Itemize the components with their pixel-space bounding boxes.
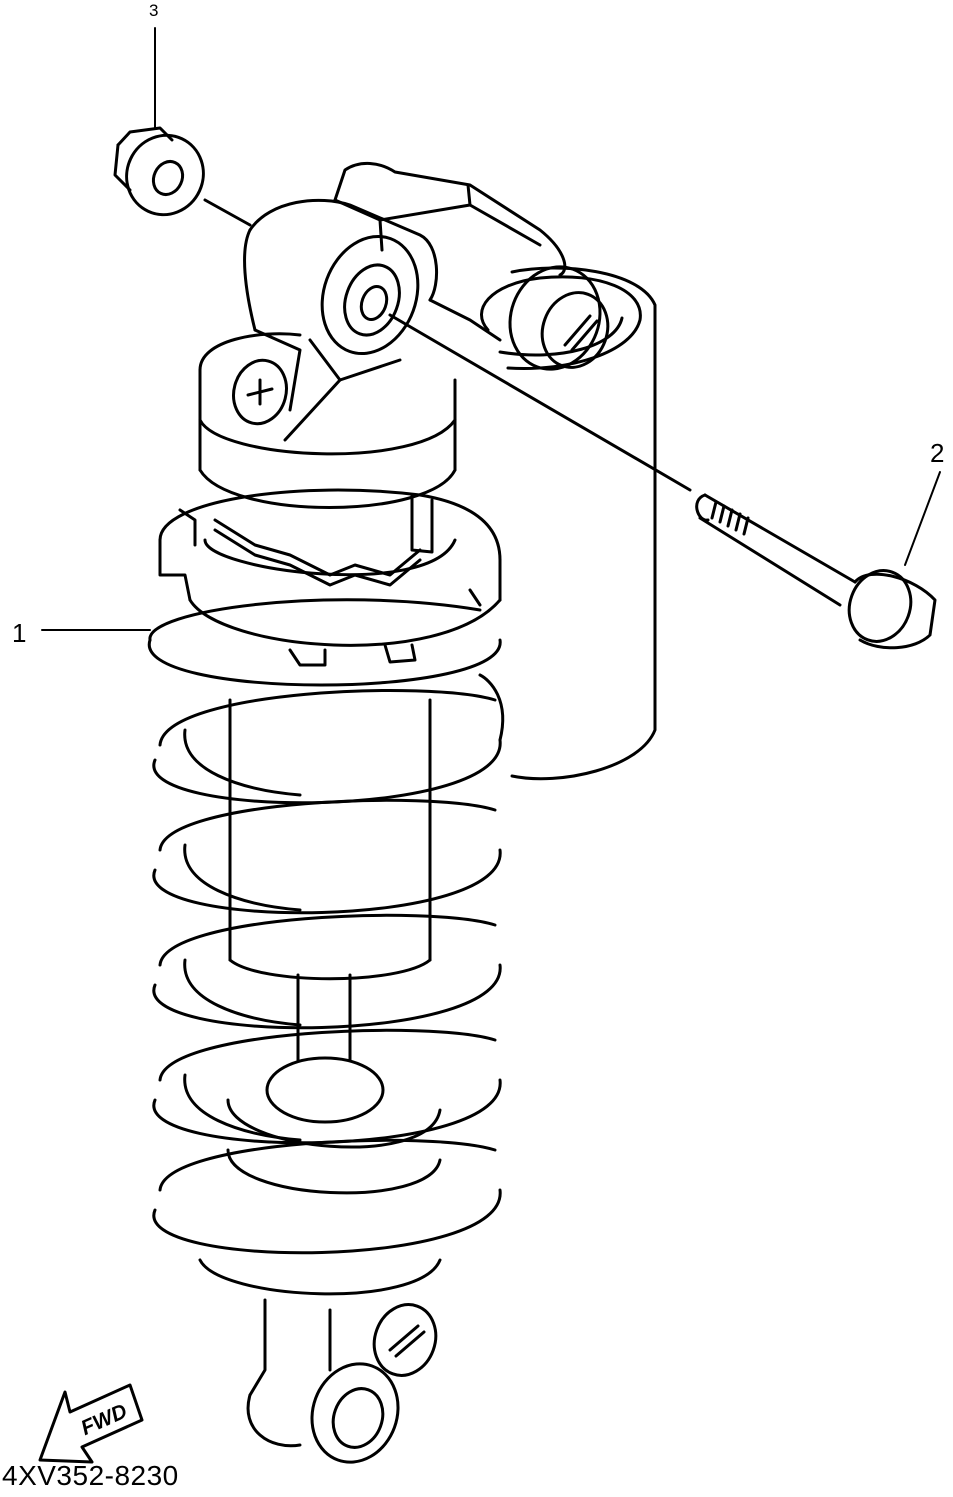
damper-body xyxy=(226,698,442,1195)
fwd-arrow-icon xyxy=(38,1383,144,1464)
collar-nut-part-3 xyxy=(113,126,252,227)
preload-collar xyxy=(158,488,502,667)
top-mount-head xyxy=(243,162,610,412)
upper-body xyxy=(198,332,457,509)
callout-label-2: 2 xyxy=(930,438,945,468)
reservoir-cylinder xyxy=(480,266,657,781)
callout-label-3: 3 xyxy=(149,1,159,20)
figure-code: 4XV352-8230 xyxy=(2,1460,179,1491)
leader-line-2 xyxy=(904,471,941,566)
lower-clevis xyxy=(198,1258,442,1464)
bolt-part-2 xyxy=(388,313,937,650)
coil-spring xyxy=(148,598,505,1255)
callout-label-1: 1 xyxy=(12,618,27,648)
